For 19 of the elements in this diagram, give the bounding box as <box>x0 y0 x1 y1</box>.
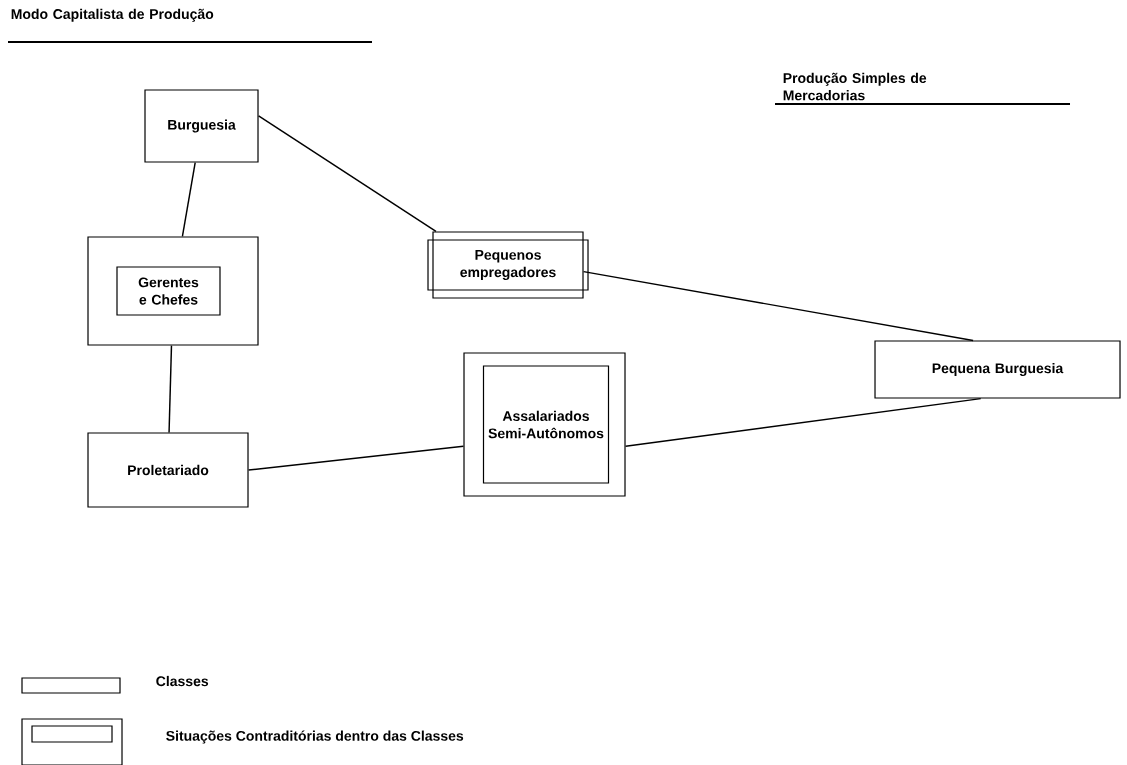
connector-line <box>257 115 437 233</box>
outer-box <box>87 236 259 346</box>
connector-line <box>181 161 196 238</box>
class-box: Proletariado <box>87 432 249 508</box>
connector-line <box>624 397 982 447</box>
connector-line <box>168 344 173 434</box>
contradictory-location-box: Assalariados Semi-Autônomos <box>482 365 610 484</box>
contradictory-location-box: Gerentes e Chefes <box>116 266 221 316</box>
contradictory-location-box: Pequenos empregadores <box>427 239 589 291</box>
connector-line <box>247 445 465 471</box>
class-box: Pequena Burguesia <box>874 340 1121 399</box>
legend-text: Classes <box>156 675 209 687</box>
outer-box <box>432 231 584 299</box>
section-heading: Modo Capitalista de Produção <box>11 8 214 22</box>
legend-text: Situações Contraditórias dentro das Classes <box>166 730 464 744</box>
connector-line <box>582 270 974 342</box>
section-heading: Produção Simples de Mercadorias <box>783 72 927 101</box>
outer-box <box>463 352 626 497</box>
class-box: Burguesia <box>144 89 259 163</box>
